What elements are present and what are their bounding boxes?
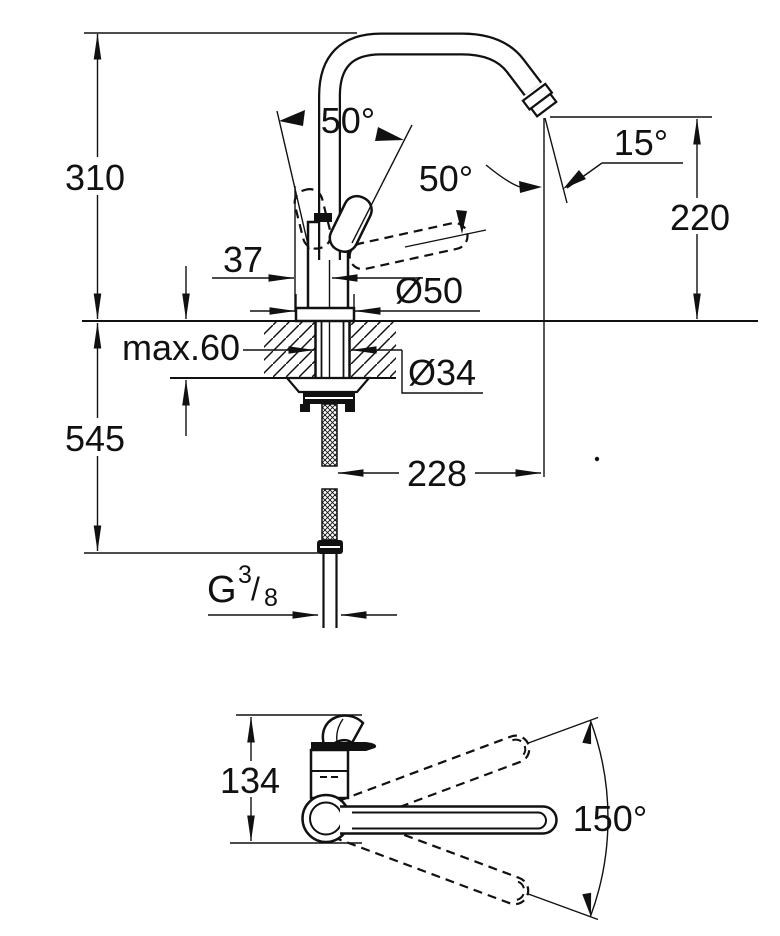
dimension-50deg-left: 50° [276,100,413,250]
label-bg-134 [214,761,286,797]
spout-position-upper [339,734,531,827]
spout-lower-outline [338,812,530,906]
leader-diagonal-15 [566,162,603,189]
handle-knob-detail [336,718,344,743]
dim-37-label: 37 [223,239,263,280]
dim-134-label: 134 [220,760,280,801]
dimension-d34: Ø34 [350,346,483,394]
label-bg-220 [664,198,736,234]
thread-size-label: G3/8 [207,561,278,612]
outlet-axis-line [544,117,568,204]
dim-d34-label: Ø34 [408,352,476,393]
handle-position-mid [328,194,373,254]
dim-d50-label: Ø50 [395,270,463,311]
swivel-arrow-bottom [582,892,592,917]
swivel-leg-lower [526,892,599,921]
spout-upper-endcap [512,738,527,759]
spout-aerator [521,82,558,118]
angle-arrow-right [563,170,586,189]
dim-50deg-left-label: 50° [321,100,375,141]
handle-upright-outline [293,188,332,250]
spout-outline [318,32,558,260]
aerator-tip [529,92,558,118]
dim-228-label: 228 [407,453,467,494]
thread-denominator: 8 [264,584,278,612]
label-bg-310 [60,157,130,195]
dim-15deg-label: 15° [614,122,668,163]
label-bg-545 [60,418,130,456]
angle-arrow-left [519,181,542,193]
spout-upper-outline [339,734,531,827]
angle50-arrow-left [279,110,305,126]
dimension-545: 545 [60,322,318,554]
dimension-150deg: 150° [526,716,647,921]
dimension-d50: Ø50 [250,270,480,315]
dimension-220: 220 [550,116,736,320]
angle-arc-tail [485,164,521,188]
dimension-g38: G3/8 [207,561,397,619]
thread-prefix: G [207,569,237,611]
angle50-arrow-right [375,127,404,141]
dimension-37: 37 [212,186,423,312]
spout-position-lower [338,812,530,906]
base-flange [294,306,356,323]
handle-mid-outline [328,194,373,254]
swivel-leg-upper [526,716,599,745]
angle-leg-d [404,229,487,248]
spout-top-inner-line [352,811,547,830]
dimension-max60: max.60 [122,266,315,436]
angle50b-arrow-down [456,210,467,234]
thread-slash: / [251,571,260,607]
dimension-310: 310 [60,32,357,320]
angle-leg-a [276,110,310,250]
check-valve-right [345,404,355,412]
print-speck [594,456,600,462]
swivel-arrow-top [582,720,592,745]
dim-545-label: 545 [65,418,125,459]
hose-braided-lower [321,488,338,541]
faucet-side-view [284,32,558,628]
handle-position-upright [293,188,332,250]
supply-hose [317,403,343,628]
dim-max60-label: max.60 [122,327,240,368]
spout-top-outline [340,805,558,835]
check-valve-left [300,404,310,412]
mounting-hardware [284,376,372,412]
label-bg-228 [399,456,475,489]
swivel-arc [589,720,609,917]
dim-d34-leader [401,350,483,394]
spout-tube-inner [320,34,541,260]
spout-connector-nut [314,213,332,222]
dimension-134: 134 [214,714,362,844]
spout-lower-endcap [511,880,526,902]
hose-braided-upper [321,403,338,467]
dim-150deg-label: 150° [573,798,647,839]
dimension-15deg: 15° [485,117,683,477]
body-column-top [309,748,350,800]
dimension-50deg-right: 50° [404,158,487,248]
dim-220-label: 220 [670,197,730,238]
faucet-top-view [301,714,558,906]
thread-numerator: 3 [238,561,252,589]
angle-leg-b [351,124,413,244]
dimension-228: 228 [337,453,600,494]
dim-50deg-right-label: 50° [419,158,473,199]
handle-knob-top [321,714,365,747]
dim-310-label: 310 [65,157,125,198]
mounting-cone [284,376,372,394]
